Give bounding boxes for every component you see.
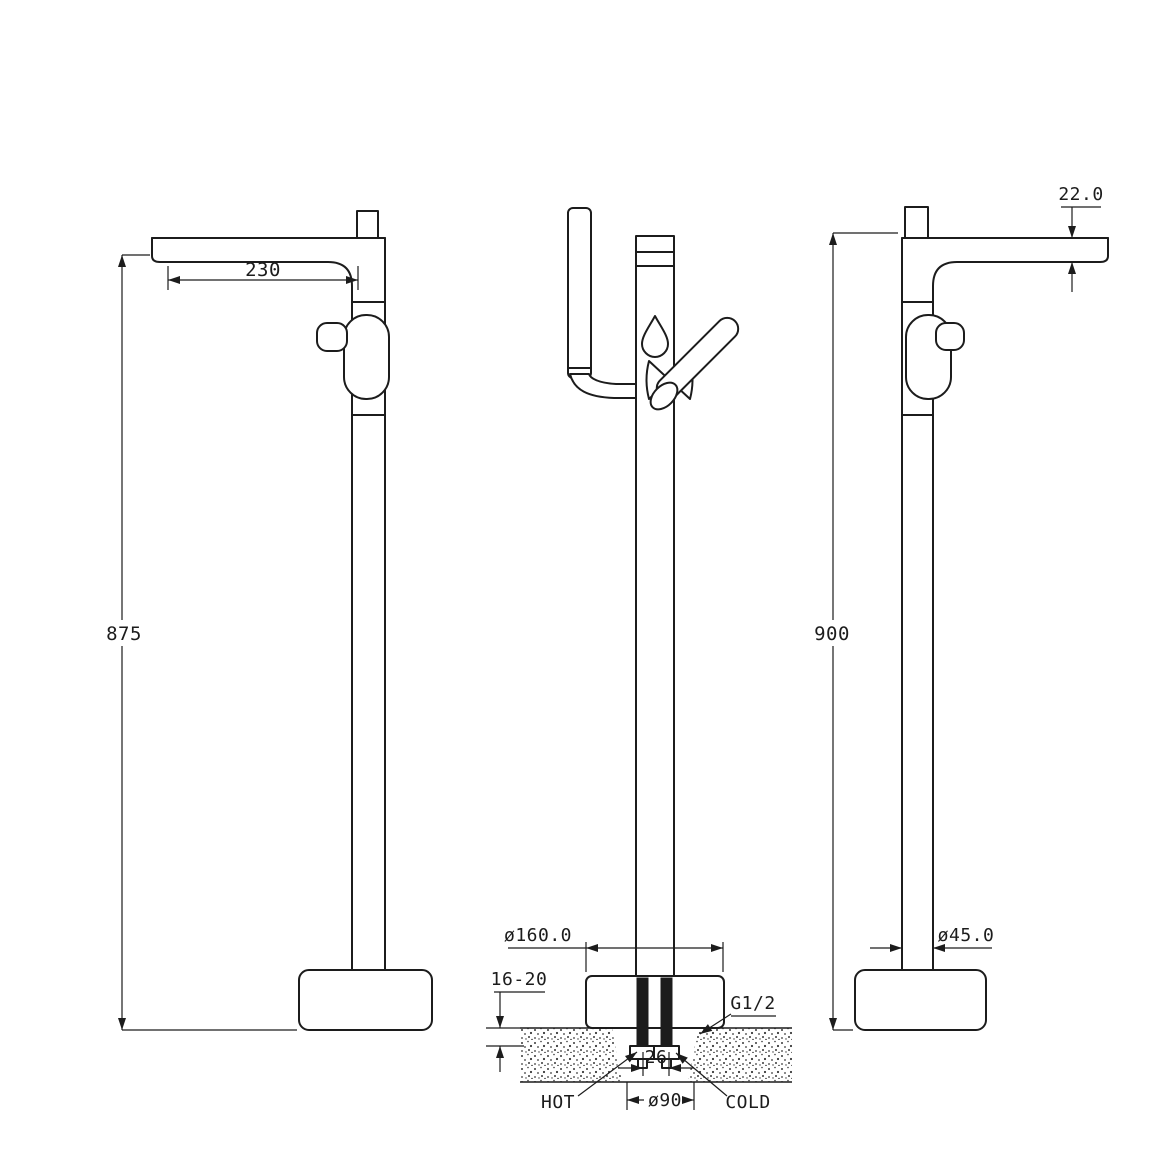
- front-faucet-body: [567, 207, 740, 1069]
- front-column: [635, 235, 675, 979]
- left-base: [298, 969, 433, 1031]
- floor-embed-depth-label: 16-20: [491, 969, 548, 990]
- cold-inlet-label: COLD: [725, 1092, 770, 1113]
- dim-overall-height-left: 875: [102, 254, 297, 1031]
- right-spout-and-column-right: [932, 237, 1109, 971]
- dim-column-diameter: ø45.0: [870, 925, 994, 952]
- dim-inlet-spacing: 26: [618, 1047, 694, 1076]
- spout-thickness-label: 22.0: [1058, 184, 1103, 205]
- hot-inlet-pipe: [636, 977, 649, 1047]
- front-base-plate: [585, 975, 725, 1029]
- left-handshower-holder: [343, 314, 390, 400]
- left-spout-stub: [356, 210, 379, 239]
- dim-floor-embed-depth: 16-20: [486, 969, 547, 1072]
- handle-pivot: [649, 381, 679, 411]
- right-base: [854, 969, 987, 1031]
- thread-size-label: G1/2: [730, 993, 775, 1014]
- spout-reach-label: 230: [245, 259, 281, 281]
- view-right-side: 900 22.0 ø45.0: [811, 184, 1109, 1031]
- dim-overall-height-right: 900: [811, 232, 898, 1031]
- inlet-spacing-label: 26: [645, 1047, 668, 1068]
- dim-base-diameter: ø160.0: [504, 925, 724, 972]
- callout-hot-inlet: HOT: [541, 1051, 638, 1113]
- right-spout-stub: [904, 206, 929, 239]
- view-left-side: 875 230: [102, 210, 433, 1031]
- dim-spout-thickness: 22.0: [1058, 184, 1103, 292]
- overall-height-label-right: 900: [814, 623, 850, 645]
- base-diameter-label: ø160.0: [504, 925, 572, 946]
- left-holder-knob: [316, 322, 348, 352]
- right-faucet-body: [854, 206, 1109, 1031]
- left-faucet-body: [151, 210, 433, 1031]
- dim-bolt-circle: ø90: [626, 1082, 695, 1111]
- overall-height-label-left: 875: [106, 623, 142, 645]
- dim-spout-reach: 230: [167, 259, 359, 290]
- callout-cold-inlet: COLD: [675, 1052, 770, 1113]
- hot-inlet-label: HOT: [541, 1092, 575, 1113]
- column-diameter-label: ø45.0: [938, 925, 995, 946]
- handshower-hose-elbow: [569, 373, 637, 399]
- cold-inlet-pipe: [660, 977, 673, 1047]
- left-spout-and-column-left: [151, 237, 353, 971]
- view-front: ø160.0 16-20 G1/2 26: [486, 207, 792, 1113]
- callout-thread-size: G1/2: [699, 993, 776, 1035]
- handshower-wand: [567, 207, 592, 379]
- cold-pipe-stub: [661, 1058, 672, 1069]
- bolt-circle-label: ø90: [648, 1090, 682, 1111]
- right-holder-knob: [935, 322, 965, 351]
- water-drop-mark: [641, 315, 669, 358]
